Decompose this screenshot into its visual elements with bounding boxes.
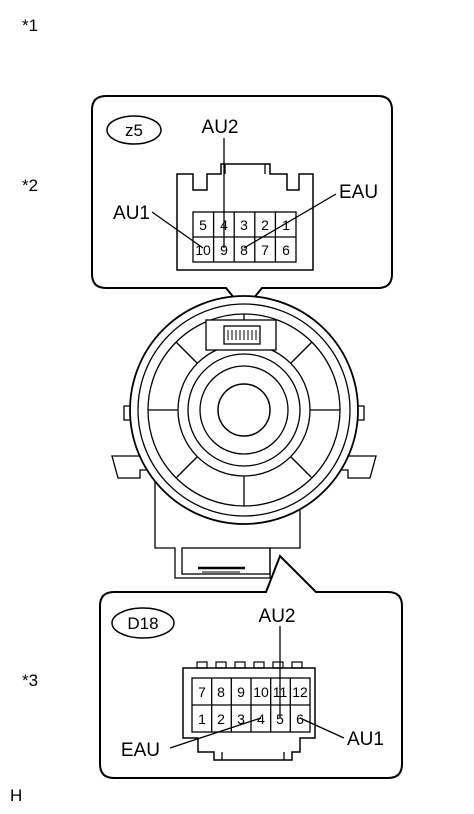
- z5-housing: [176, 163, 314, 271]
- marker-1: *1: [22, 16, 39, 35]
- z5-au2-label: AU2: [202, 117, 239, 138]
- d18-pin: 1: [198, 711, 206, 727]
- spiral-cable-body: [111, 295, 377, 579]
- z5-pin: 6: [282, 242, 290, 258]
- d18-au2-label: AU2: [259, 606, 296, 627]
- z5-pin: 3: [240, 217, 248, 233]
- d18-pin: 10: [253, 684, 269, 700]
- footer-letter: H: [10, 786, 23, 805]
- d18-housing: [182, 667, 316, 761]
- z5-pin: 7: [261, 242, 269, 258]
- d18-pin: 9: [237, 684, 245, 700]
- z5-connector-id: z5: [125, 121, 143, 140]
- z5-au1-label: AU1: [113, 203, 150, 224]
- z5-pin: 2: [261, 217, 269, 233]
- z5-eau-label: EAU: [339, 182, 378, 203]
- d18-pin: 8: [217, 684, 225, 700]
- d18-eau-label: EAU: [121, 740, 160, 761]
- z5-au1-leader: [151, 211, 204, 249]
- marker-3: *3: [22, 671, 39, 690]
- d18-au1-label: AU1: [347, 729, 384, 750]
- d18-eau-leader: [169, 717, 262, 749]
- z5-connector-id-oval: [106, 115, 162, 145]
- d18-pin: 4: [257, 711, 265, 727]
- z5-pin: 5: [199, 217, 207, 233]
- z5-eau-leader: [243, 193, 337, 249]
- z5-callout: z5 5 4 3 2 1 10 9 8 7 6: [91, 95, 393, 312]
- d18-pin-grid: [191, 677, 311, 733]
- marker-2: *2: [22, 176, 39, 195]
- z5-pin: 1: [282, 217, 290, 233]
- z5-pin: 8: [240, 242, 248, 258]
- d18-pin: 5: [276, 711, 284, 727]
- z5-pin: 9: [220, 242, 228, 258]
- d18-connector-id: D18: [127, 614, 158, 633]
- d18-pin: 7: [198, 684, 206, 700]
- d18-pin: 12: [292, 684, 308, 700]
- d18-au1-leader: [299, 717, 345, 739]
- d18-pin: 6: [296, 711, 304, 727]
- z5-pin-grid: [192, 211, 297, 263]
- d18-callout: D18 7 8 9 10 11 12: [99, 554, 403, 779]
- d18-pin: 3: [237, 711, 245, 727]
- d18-pin: 2: [217, 711, 225, 727]
- d18-connector-id-oval: [111, 607, 175, 639]
